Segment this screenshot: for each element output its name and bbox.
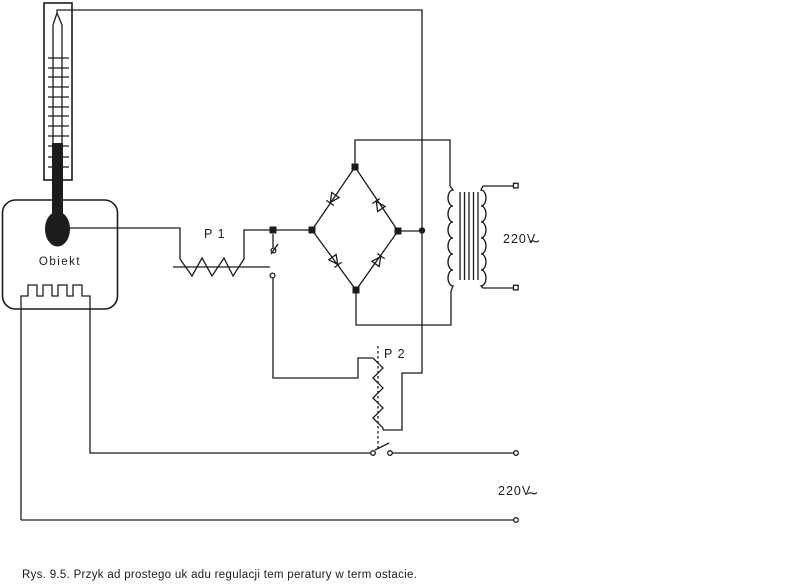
potentiometer-p2: P 2 (372, 346, 406, 450)
thermometer-bulb (45, 211, 70, 247)
wire-contact-to-p2 (56, 9, 423, 431)
wire-bulb-to-p1 (70, 227, 181, 259)
bridge-node-top (351, 163, 359, 171)
transformer: 220V ∼ (447, 182, 541, 292)
ac-symbol-top: ∼ (528, 233, 541, 250)
p2-zigzag (372, 357, 384, 430)
contact-blade (270, 243, 279, 255)
terminal-mains-bottom (513, 517, 519, 523)
mains-supply: 220V ∼ (498, 450, 539, 523)
contact-thermometer (43, 2, 73, 247)
object-label: Obiekt (39, 256, 81, 268)
bridge-node-left (308, 226, 316, 234)
switch-blade (374, 442, 390, 451)
switch-terminal-left (370, 450, 376, 456)
mains-switch (370, 442, 393, 456)
p1-label: P 1 (204, 227, 226, 241)
switch-terminal-right (387, 450, 393, 456)
terminal-primary-bottom (512, 284, 519, 291)
wire-contact-to-p2-top (272, 278, 373, 379)
figure-caption: Rys. 9.5. Przyk ad prostego uk adu regul… (22, 569, 417, 581)
object-box (1, 199, 119, 310)
diode-icon (327, 253, 343, 269)
diode-icon (370, 253, 386, 268)
heated-object: Obiekt (1, 199, 119, 310)
bridge-node-bottom (352, 286, 360, 294)
voltage-label-mains: 220V (498, 484, 531, 498)
wires (20, 9, 514, 521)
bridge-node-right (394, 227, 402, 235)
terminal-primary-top (512, 182, 519, 189)
wire-bridge-top-to-transformer (354, 139, 451, 186)
diode-icon (325, 191, 341, 206)
voltage-label-secondary: 220V (503, 232, 536, 246)
p2-label: P 2 (384, 347, 406, 361)
diode-icon (371, 198, 387, 213)
bridge-rectifier (308, 139, 452, 326)
relay-contact (269, 226, 279, 279)
transformer-primary-coil (479, 185, 513, 289)
capillary-tip (52, 11, 63, 26)
heater-element-and-legs (20, 284, 371, 520)
ac-symbol-bottom: ∼ (526, 485, 539, 502)
contact-upper-terminal (270, 247, 277, 254)
potentiometer-p1: P 1 (173, 227, 309, 278)
junction-dot (418, 227, 426, 234)
contact-lower-terminal (269, 272, 276, 279)
transformer-core (459, 192, 479, 280)
mercury-column (52, 143, 63, 215)
terminal-mains-top (513, 450, 519, 456)
bridge-diamond (311, 165, 399, 292)
transformer-secondary-coil (447, 185, 455, 292)
p1-zigzag (179, 229, 309, 278)
wire-bridge-bottom-to-transformer (355, 290, 452, 326)
junction-node (269, 226, 277, 234)
